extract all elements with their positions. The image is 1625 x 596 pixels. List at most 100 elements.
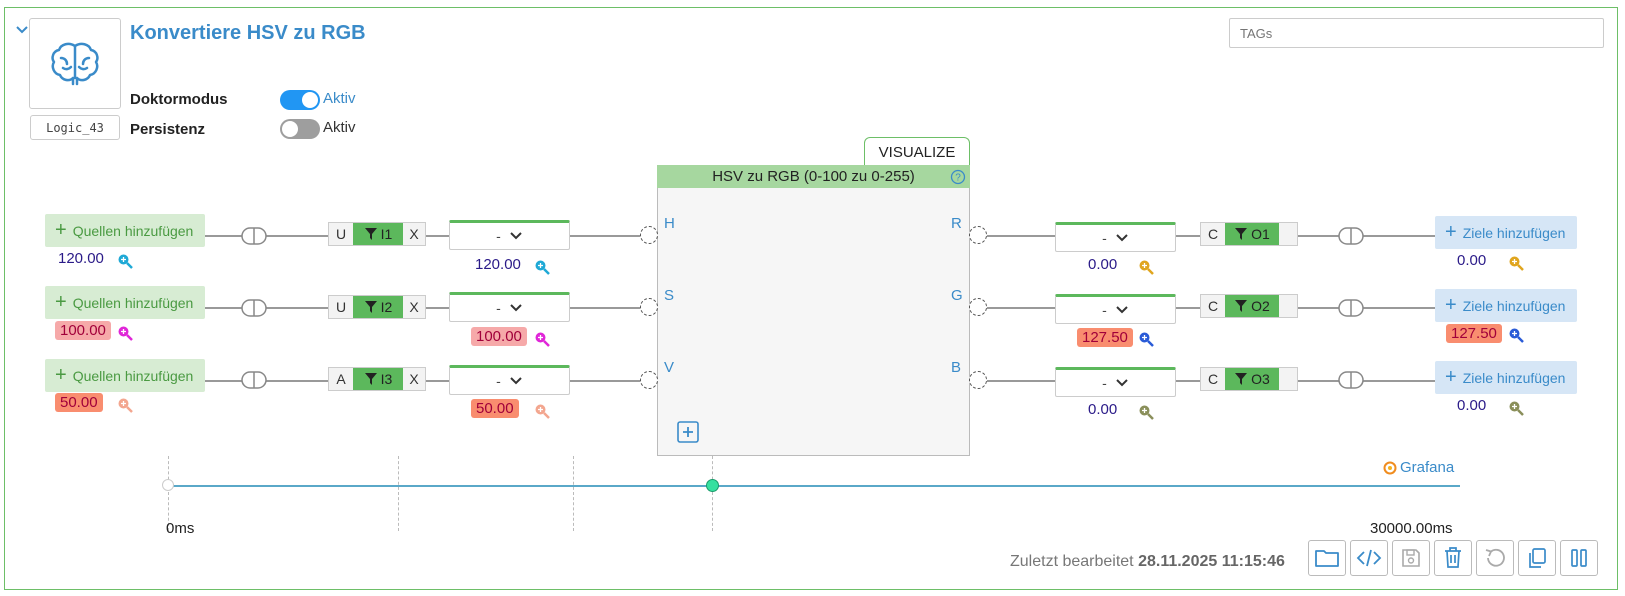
add-target-button[interactable]: +Ziele hinzufügen xyxy=(1435,289,1577,322)
help-icon[interactable]: ? xyxy=(950,169,966,185)
filter-spacer xyxy=(1279,223,1297,245)
filter-icon xyxy=(1235,373,1248,385)
port-label-r: R xyxy=(951,215,962,232)
add-port-icon[interactable] xyxy=(676,420,700,444)
mode-button[interactable]: C xyxy=(1201,295,1225,317)
grafana-link[interactable]: Grafana xyxy=(1383,459,1454,476)
output-port[interactable] xyxy=(969,298,987,316)
filter-label: O2 xyxy=(1251,298,1270,314)
output-select[interactable]: - xyxy=(1055,367,1176,397)
zoom-icon[interactable] xyxy=(1508,327,1524,343)
add-source-button[interactable]: +Quellen hinzufügen xyxy=(45,214,205,247)
zoom-icon[interactable] xyxy=(1138,331,1154,347)
zoom-icon[interactable] xyxy=(1138,259,1154,275)
remove-button[interactable]: X xyxy=(403,368,425,390)
code-button[interactable] xyxy=(1350,540,1388,576)
zoom-icon[interactable] xyxy=(534,331,550,347)
mode-button[interactable]: C xyxy=(1201,368,1225,390)
delete-button[interactable] xyxy=(1434,540,1472,576)
timeline-gridline xyxy=(712,456,713,531)
zoom-icon[interactable] xyxy=(534,259,550,275)
filter-button[interactable]: O3 xyxy=(1225,368,1279,390)
zoom-icon[interactable] xyxy=(1508,255,1524,271)
persistenz-toggle[interactable] xyxy=(280,119,320,139)
save-icon xyxy=(1402,549,1420,567)
chevron-down-icon[interactable] xyxy=(14,22,30,38)
zoom-icon[interactable] xyxy=(117,397,133,413)
copy-button[interactable] xyxy=(1518,540,1556,576)
input-port[interactable] xyxy=(640,371,658,389)
output-port[interactable] xyxy=(969,226,987,244)
filter-button[interactable]: I1 xyxy=(353,223,403,245)
copy-icon xyxy=(1529,548,1546,568)
remove-button[interactable]: X xyxy=(403,223,425,245)
add-source-button[interactable]: +Quellen hinzufügen xyxy=(45,286,205,319)
connector-icon[interactable] xyxy=(241,371,267,389)
mode-button[interactable]: U xyxy=(329,296,353,318)
zoom-icon[interactable] xyxy=(1508,400,1524,416)
connector-icon[interactable] xyxy=(1338,371,1364,389)
save-button[interactable] xyxy=(1392,540,1430,576)
timeline-marker[interactable] xyxy=(706,479,719,492)
output-select[interactable]: - xyxy=(1055,294,1176,324)
filter-button[interactable]: O2 xyxy=(1225,295,1279,317)
logic-node xyxy=(657,165,970,456)
chevron-down-icon xyxy=(1116,234,1128,242)
select-value: - xyxy=(1102,302,1107,318)
zoom-icon[interactable] xyxy=(1138,404,1154,420)
logic-icon-box[interactable] xyxy=(29,18,121,109)
input-select[interactable]: - xyxy=(449,220,570,250)
port-label-b: B xyxy=(951,359,962,376)
svg-text:?: ? xyxy=(955,173,961,184)
filter-icon xyxy=(1235,228,1248,240)
chevron-down-icon xyxy=(510,377,522,385)
mode-button[interactable]: C xyxy=(1201,223,1225,245)
output-filter-group: C O3 xyxy=(1200,367,1298,391)
filter-icon xyxy=(364,301,377,313)
filter-button[interactable]: I3 xyxy=(353,368,403,390)
tags-input[interactable] xyxy=(1229,18,1604,48)
doktormodus-label: Doktormodus xyxy=(130,91,228,108)
pause-icon xyxy=(1571,549,1587,567)
select-result-value: 127.50 xyxy=(1077,328,1133,347)
last-edited-value: 28.11.2025 11:15:46 xyxy=(1138,553,1285,570)
open-button[interactable] xyxy=(1308,540,1346,576)
undo-button[interactable] xyxy=(1476,540,1514,576)
output-port[interactable] xyxy=(969,371,987,389)
filter-button[interactable]: I2 xyxy=(353,296,403,318)
grafana-label: Grafana xyxy=(1400,459,1455,476)
input-filter-group: U I2 X xyxy=(328,295,426,319)
input-port[interactable] xyxy=(640,298,658,316)
add-source-button[interactable]: +Quellen hinzufügen xyxy=(45,359,205,392)
doktormodus-toggle[interactable] xyxy=(280,90,320,110)
mode-button[interactable]: A xyxy=(329,368,353,390)
filter-label: I1 xyxy=(380,226,393,242)
remove-button[interactable]: X xyxy=(403,296,425,318)
page-title: Konvertiere HSV zu RGB xyxy=(130,22,366,44)
timeline-end-label: 30000.00ms xyxy=(1370,520,1453,537)
add-target-button[interactable]: +Ziele hinzufügen xyxy=(1435,361,1577,394)
filter-button[interactable]: O1 xyxy=(1225,223,1279,245)
mode-button[interactable]: U xyxy=(329,223,353,245)
input-select[interactable]: - xyxy=(449,365,570,395)
select-result-value: 0.00 xyxy=(1088,256,1118,273)
output-select[interactable]: - xyxy=(1055,222,1176,252)
connector-icon[interactable] xyxy=(241,227,267,245)
input-select[interactable]: - xyxy=(449,292,570,322)
connector-icon[interactable] xyxy=(241,299,267,317)
filter-spacer xyxy=(1279,368,1297,390)
zoom-icon[interactable] xyxy=(117,325,133,341)
pause-button[interactable] xyxy=(1560,540,1598,576)
node-title-text: HSV zu RGB (0-100 zu 0-255) xyxy=(712,168,915,185)
connector-icon[interactable] xyxy=(1338,227,1364,245)
folder-icon xyxy=(1315,550,1339,567)
visualize-tab[interactable]: VISUALIZE xyxy=(864,137,970,166)
chevron-down-icon xyxy=(1116,379,1128,387)
zoom-icon[interactable] xyxy=(117,253,133,269)
add-target-button[interactable]: +Ziele hinzufügen xyxy=(1435,216,1577,249)
timeline-track[interactable] xyxy=(168,485,1460,487)
zoom-icon[interactable] xyxy=(534,403,550,419)
input-port[interactable] xyxy=(640,226,658,244)
connector-icon[interactable] xyxy=(1338,299,1364,317)
timeline-start-handle[interactable] xyxy=(162,479,174,491)
